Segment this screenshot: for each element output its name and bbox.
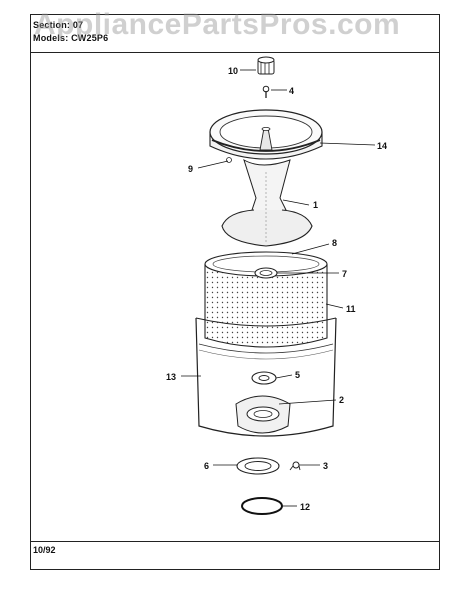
footer-divider xyxy=(30,541,440,542)
part-11-wash-basket xyxy=(204,251,328,348)
callout-11: 11 xyxy=(346,304,356,314)
models-value: CW25P6 xyxy=(71,33,109,43)
date-code: 10/92 xyxy=(33,545,56,555)
part-12-o-ring xyxy=(241,497,283,515)
site-watermark: AppliancePartsPros.com xyxy=(34,8,401,41)
part-4-screw xyxy=(262,85,270,98)
part-2-tub-bracket xyxy=(235,395,291,434)
callout-13: 13 xyxy=(166,372,176,382)
section-value: 07 xyxy=(72,20,84,30)
callout-8: 8 xyxy=(332,238,337,248)
callout-7: 7 xyxy=(342,269,347,279)
part-3-fitting xyxy=(289,461,301,471)
callout-4: 4 xyxy=(289,86,294,96)
callout-6: 6 xyxy=(204,461,209,471)
diagram-sheet-border xyxy=(30,14,440,570)
header-divider xyxy=(30,52,440,53)
models-label: Models: xyxy=(33,33,69,43)
callout-1: 1 xyxy=(313,200,318,210)
callout-2: 2 xyxy=(339,395,344,405)
part-6-gasket xyxy=(236,457,280,475)
callout-5: 5 xyxy=(295,370,300,380)
section-line: Section: 07 xyxy=(33,20,83,30)
part-1-agitator xyxy=(221,158,313,247)
callout-3: 3 xyxy=(323,461,328,471)
callout-12: 12 xyxy=(300,502,310,512)
part-14-balance-ring xyxy=(209,109,323,163)
part-5-nut xyxy=(251,371,277,385)
part-13-outer-tub xyxy=(195,317,337,437)
callout-9: 9 xyxy=(188,164,193,174)
callout-14: 14 xyxy=(377,141,387,151)
part-7-hub xyxy=(254,267,278,279)
part-10-cap xyxy=(257,56,275,75)
models-line: Models: CW25P6 xyxy=(33,33,108,43)
section-label: Section: xyxy=(33,20,71,30)
callout-10: 10 xyxy=(228,66,238,76)
leader-lines xyxy=(181,69,376,507)
